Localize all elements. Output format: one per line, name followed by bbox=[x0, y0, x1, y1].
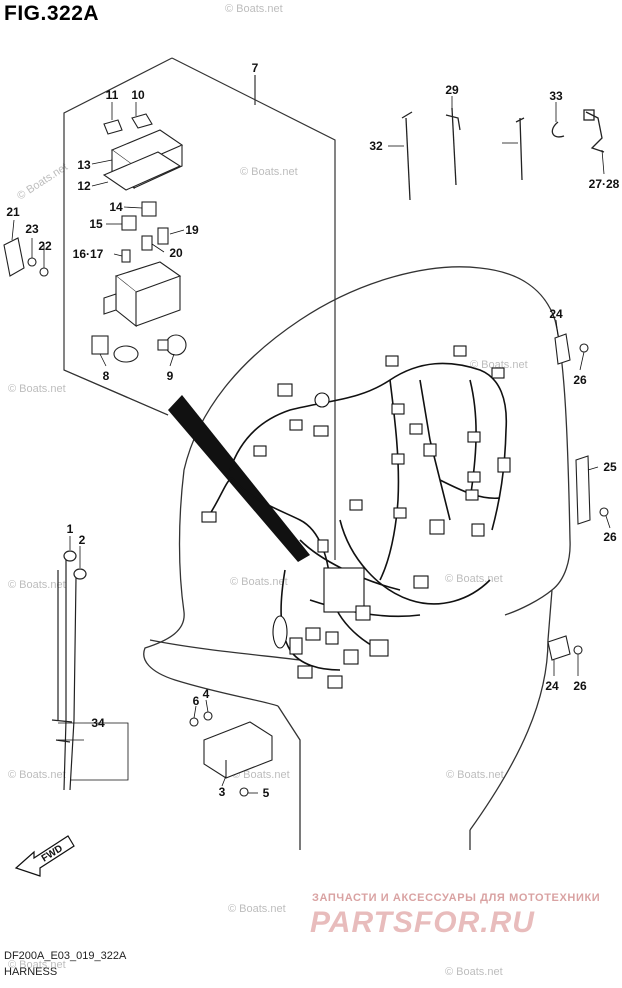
callout-15: 15 bbox=[89, 217, 103, 231]
callout-9: 9 bbox=[167, 369, 174, 383]
watermark-text: © Boats.net bbox=[232, 769, 290, 781]
callout-23-bottom: 24 bbox=[545, 679, 559, 693]
callout-24: 25 bbox=[603, 460, 617, 474]
callout-26: 27·28 bbox=[589, 177, 620, 191]
callout-33: 34 bbox=[91, 716, 105, 730]
watermark-text: © Boats.net bbox=[8, 959, 66, 971]
pointer-arrow bbox=[168, 395, 310, 562]
fuse-box-group-frame bbox=[63, 57, 336, 560]
part-callouts: 7 11 10 13 12 14 15 19 20 16·17 8 9 21 2… bbox=[6, 61, 619, 800]
callout-25-mid: 26 bbox=[603, 530, 617, 544]
callout-25-top: 26 bbox=[573, 373, 587, 387]
figure-title: FIG.322A bbox=[4, 2, 100, 25]
watermark-text: © Boats.net bbox=[445, 966, 503, 978]
callout-20: 21 bbox=[6, 205, 20, 219]
cap-and-nut-parts bbox=[3, 237, 49, 277]
callout-11: 11 bbox=[106, 88, 119, 102]
callout-27-28: 29 bbox=[445, 83, 459, 97]
callout-21: 22 bbox=[38, 239, 52, 253]
callout-leaders bbox=[11, 96, 611, 794]
callout-18: 19 bbox=[185, 223, 199, 237]
callout-29: 32 bbox=[369, 139, 383, 153]
callout-22: 23 bbox=[25, 222, 39, 236]
watermarks: © Boats.net © Boats.net © Boats.net © Bo… bbox=[8, 3, 528, 978]
watermark-text: © Boats.net bbox=[228, 903, 286, 915]
fwd-arrow-icon: FWD bbox=[14, 835, 75, 877]
watermark-text: © Boats.net bbox=[240, 166, 298, 178]
watermark-text: © Boats.net bbox=[8, 383, 66, 395]
watermark-text: © Boats.net bbox=[15, 161, 70, 202]
callout-13: 13 bbox=[77, 158, 91, 172]
callout-30-31: 33 bbox=[549, 89, 563, 103]
callout-10: 10 bbox=[131, 88, 145, 102]
engine-cowling bbox=[143, 266, 571, 850]
fuse-box-parts bbox=[91, 113, 187, 363]
harness-connectors bbox=[201, 345, 511, 689]
callout-12: 12 bbox=[77, 179, 91, 193]
callout-5: 5 bbox=[263, 786, 270, 800]
callout-2: 2 bbox=[79, 533, 86, 547]
figure-name: HARNESS bbox=[4, 966, 58, 978]
callout-4: 4 bbox=[203, 687, 210, 701]
watermark-text: © Boats.net bbox=[8, 769, 66, 781]
bracket-parts bbox=[547, 333, 609, 661]
callout-1: 1 bbox=[67, 522, 74, 536]
shop-logo: PARTSFOR.RU bbox=[310, 906, 535, 939]
watermark-text: © Boats.net bbox=[8, 579, 66, 591]
cable-tie-parts bbox=[401, 107, 605, 201]
callout-19: 20 bbox=[169, 246, 183, 260]
callout-8: 8 bbox=[103, 369, 110, 383]
callout-6: 6 bbox=[193, 694, 200, 708]
lower-bracket-parts bbox=[189, 711, 273, 797]
callout-14: 14 bbox=[109, 200, 123, 214]
watermark-text: © Boats.net bbox=[445, 573, 503, 585]
watermark-text: © Boats.net bbox=[446, 769, 504, 781]
callout-23-top: 24 bbox=[549, 307, 563, 321]
watermark-text: © Boats.net bbox=[230, 576, 288, 588]
callout-3: 3 bbox=[219, 785, 226, 799]
callout-16-17: 16·17 bbox=[73, 247, 104, 261]
callout-25-bottom: 26 bbox=[573, 679, 587, 693]
battery-cables bbox=[51, 550, 87, 791]
shop-tagline: ЗАПЧАСТИ И АКСЕССУАРЫ ДЛЯ МОТОТЕХНИКИ bbox=[312, 892, 601, 904]
harness-wires bbox=[205, 362, 508, 671]
figure-code: DF200A_E03_019_322A bbox=[4, 950, 127, 962]
watermark-text: © Boats.net bbox=[225, 3, 283, 15]
watermark-text: © Boats.net bbox=[470, 359, 528, 371]
callout-7: 7 bbox=[252, 61, 259, 75]
